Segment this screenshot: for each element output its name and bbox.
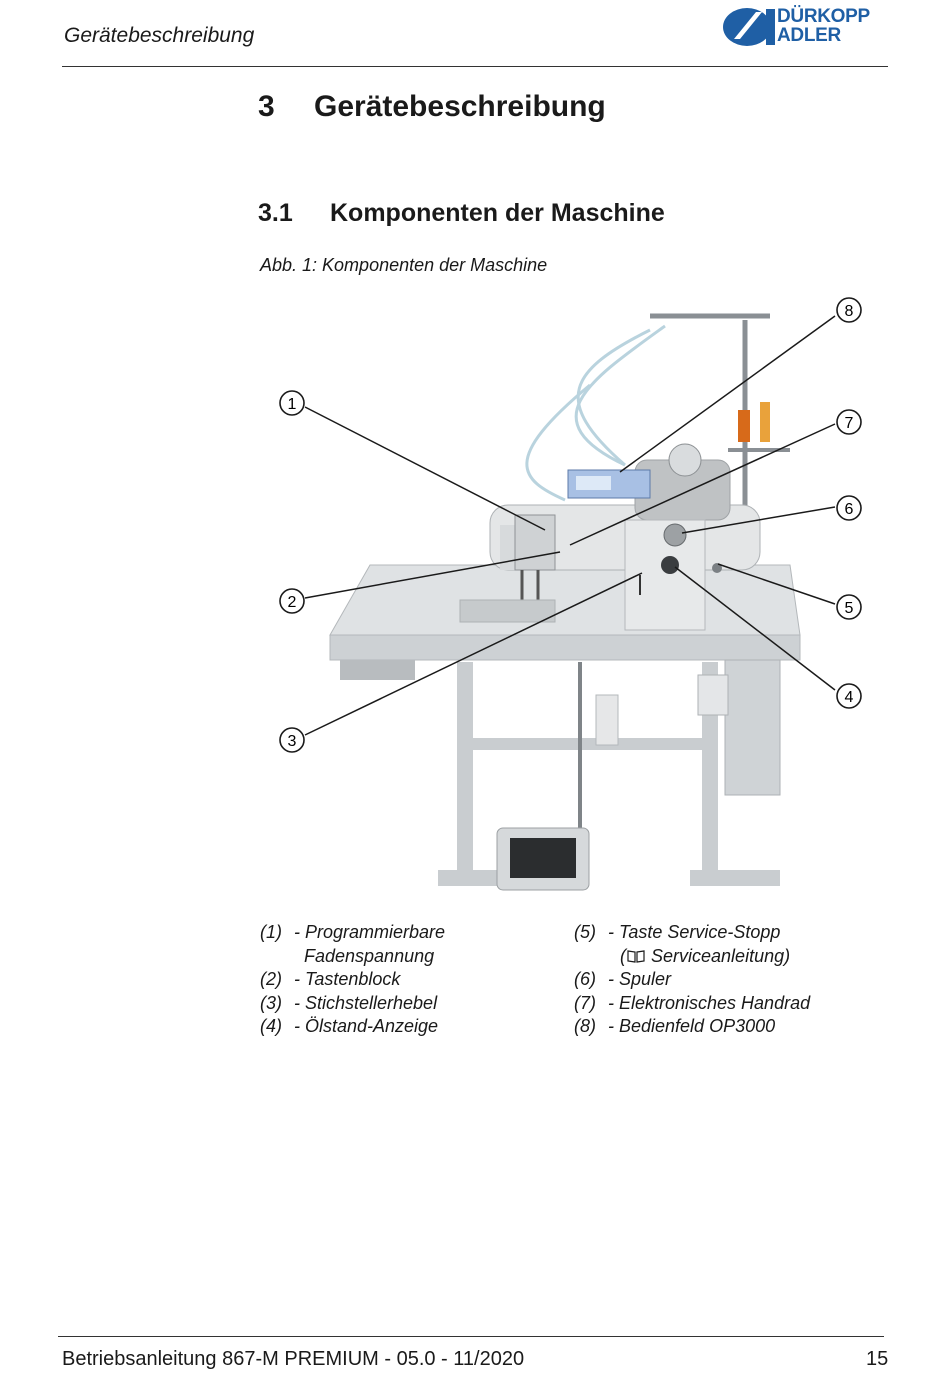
svg-text:7: 7 [845, 415, 854, 432]
duerkopp-adler-logo: DÜRKOPP ADLER [722, 6, 892, 50]
svg-text:3: 3 [288, 733, 297, 750]
footer-document-title: Betriebsanleitung 867-M PREMIUM - 05.0 -… [62, 1348, 525, 1370]
header-divider [62, 66, 888, 67]
legend-text: - Tastenblock [294, 969, 401, 989]
callout-3: 3 [279, 727, 305, 753]
legend-number: (5) [574, 922, 596, 942]
section-number: 3.1 [258, 199, 293, 227]
legend-text-continued: ( Serviceanleitung) [620, 945, 791, 966]
legend-text: - Elektronisches Handrad [608, 992, 811, 1013]
legend-number: (8) [574, 1016, 596, 1036]
legend-text: - Programmierbare [294, 922, 446, 942]
legend-right: (5) - Taste Service-Stopp ( Serviceanlei… [574, 921, 904, 1039]
page-number: 15 [866, 1348, 889, 1370]
figure-caption: Abb. 1: Komponenten der Maschine [260, 255, 548, 275]
legend-item: (5) - Taste Service-Stopp [574, 921, 904, 945]
callout-4: 4 [836, 683, 862, 709]
machine-figure: 1 2 3 4 5 6 7 8 [270, 290, 880, 920]
chapter-number: 3 [258, 90, 275, 123]
legend-item: (3) - Stichstellerhebel [260, 992, 560, 1016]
footer-divider [58, 1336, 884, 1337]
legend-text: - Bedienfeld OP3000 [608, 1016, 776, 1036]
legend-item: (2) - Tastenblock [260, 968, 560, 992]
logo-line-2: ADLER [777, 25, 841, 46]
logo-line-1: DÜRKOPP [777, 6, 870, 27]
legend-text: - Ölstand-Anzeige [294, 1016, 439, 1036]
svg-text:4: 4 [845, 689, 854, 706]
callout-6: 6 [836, 495, 862, 521]
legend-number: (2) [260, 969, 282, 989]
callout-2: 2 [279, 588, 305, 614]
callout-7: 7 [836, 409, 862, 435]
legend-item: (4) - Ölstand-Anzeige [260, 1015, 560, 1039]
callout-1: 1 [279, 390, 305, 416]
book-icon [627, 949, 645, 963]
callout-5: 5 [836, 594, 862, 620]
running-header: Gerätebeschreibung [64, 24, 255, 47]
chapter-heading: 3 Gerätebeschreibung [258, 90, 606, 124]
legend-number: (3) [260, 992, 282, 1013]
logo-mark-icon [723, 8, 775, 46]
callout-8: 8 [836, 297, 862, 323]
chapter-title: Gerätebeschreibung [314, 90, 606, 123]
svg-text:1: 1 [288, 396, 297, 413]
legend-item: (8) - Bedienfeld OP3000 [574, 1015, 904, 1039]
legend-text: - Stichstellerhebel [294, 992, 438, 1013]
legend-number: (6) [574, 969, 596, 989]
legend-item: (7) - Elektronisches Handrad [574, 992, 904, 1016]
legend-text: - Spuler [608, 969, 672, 989]
legend-number: (4) [260, 1016, 282, 1036]
legend-item: (6) - Spuler [574, 968, 904, 992]
svg-text:8: 8 [845, 303, 854, 320]
svg-text:6: 6 [845, 501, 854, 518]
section-heading: 3.1 Komponenten der Maschine [258, 199, 665, 228]
legend-text: - Taste Service-Stopp [608, 922, 781, 942]
legend-number: (1) [260, 922, 282, 942]
legend-number: (7) [574, 992, 596, 1013]
svg-text:5: 5 [845, 600, 854, 617]
section-title: Komponenten der Maschine [330, 199, 665, 227]
svg-text:2: 2 [288, 594, 297, 611]
sewing-machine-illustration: 1 2 3 4 5 6 7 8 [279, 297, 862, 891]
legend-text-continued: Fadenspannung [304, 945, 435, 966]
legend-left: (1) - Programmierbare Fadenspannung (2) … [260, 921, 560, 1039]
legend-item: (1) - Programmierbare [260, 921, 560, 945]
legend-reference: Serviceanleitung) [651, 945, 791, 966]
